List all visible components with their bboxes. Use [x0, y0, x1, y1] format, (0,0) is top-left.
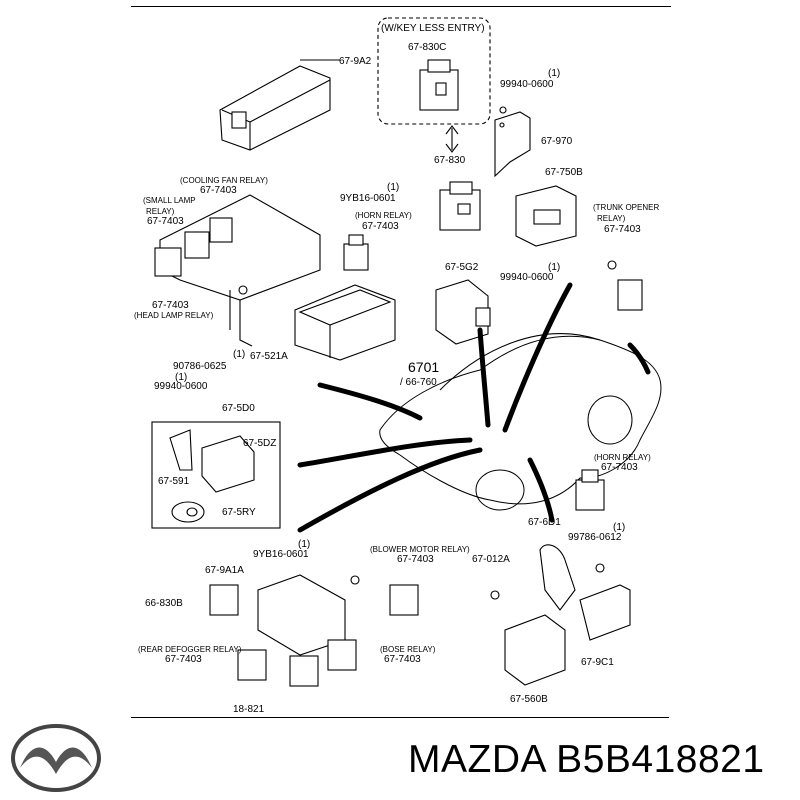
label-6701: 6701 — [408, 359, 439, 375]
label-67-9A2: 67-9A2 — [339, 56, 372, 67]
relay-group-bottom — [209, 574, 419, 687]
label-horn-relay-a: (HORN RELAY) — [355, 211, 412, 220]
label-99940-0600-c: 99940-0600 — [154, 381, 208, 392]
label-67-970: 67-970 — [541, 136, 573, 147]
label-67-7403-e: 67-7403 — [152, 300, 189, 311]
label-67-591: 67-591 — [158, 476, 190, 487]
label-99940-count-c: (1) — [175, 372, 187, 383]
label-67-7403-d: 67-7403 — [604, 224, 641, 235]
label-keyless-entry: (W/KEY LESS ENTRY) — [381, 23, 485, 34]
label-9YB16-0601-a: 9YB16-0601 — [340, 193, 396, 204]
relay-block-left — [154, 194, 321, 347]
brand-part-number: MAZDA B5B418821 — [408, 738, 765, 781]
module-67-5G2 — [435, 279, 491, 345]
diagram-bottom-border — [131, 717, 669, 718]
mazda-logo-icon — [11, 724, 101, 792]
label-99786-count: (1) — [613, 522, 625, 533]
label-99940-0600-b: 99940-0600 — [500, 272, 554, 283]
relay-66-830B — [209, 584, 239, 616]
horn-relay-upper — [343, 234, 369, 271]
label-small-lamp-1: (SMALL LAMP — [143, 196, 196, 205]
label-9YB16-count-a: (1) — [387, 182, 399, 193]
label-bose-relay: (BOSE RELAY) — [380, 645, 436, 654]
horn-relay-lower — [575, 469, 605, 511]
label-66-760: / 66-760 — [400, 377, 437, 388]
label-rear-defogger: (REAR DEFOGGER RELAY) — [138, 645, 242, 654]
label-67-7403-c: 67-7403 — [362, 221, 399, 232]
trunk-opener-relay — [607, 260, 643, 311]
relay-blower-motor — [389, 584, 419, 616]
label-67-9A1A: 67-9A1A — [205, 565, 244, 576]
label-cooling-fan: (COOLING FAN RELAY) — [180, 176, 268, 185]
module-67-750B — [515, 185, 577, 247]
label-67-521A: 67-521A — [250, 351, 288, 362]
label-trunk-opener-1: (TRUNK OPENER — [593, 203, 659, 212]
label-67-830: 67-830 — [434, 155, 466, 166]
label-66-830B: 66-830B — [145, 598, 183, 609]
bracket-67-970 — [494, 106, 531, 178]
nut-99940 — [499, 106, 507, 114]
double-arrow — [445, 125, 459, 153]
callout-pointers — [297, 282, 651, 533]
car-outline — [379, 333, 662, 511]
label-99786-0612: 99786-0612 — [568, 532, 622, 543]
label-67-7403-a: 67-7403 — [200, 185, 237, 196]
relay-67-830C — [419, 59, 459, 111]
cover-67-9A2 — [219, 65, 331, 151]
label-99940-count-b: (1) — [548, 262, 560, 273]
label-90786-count: (1) — [233, 349, 245, 360]
label-67-9C1: 67-9C1 — [581, 657, 614, 668]
label-67-5G2: 67-5G2 — [445, 262, 479, 273]
label-99940-0600-a: 99940-0600 — [500, 79, 554, 90]
label-67-012A: 67-012A — [472, 554, 510, 565]
label-99940-count-a: (1) — [548, 68, 560, 79]
label-67-560B: 67-560B — [510, 694, 548, 705]
label-horn-relay-b: (HORN RELAY) — [594, 453, 651, 462]
key-fob-parts — [169, 429, 255, 523]
relay-18-821 — [289, 655, 319, 687]
diagram-top-border — [131, 6, 671, 7]
module-67-560B — [504, 614, 566, 686]
label-67-5RY: 67-5RY — [222, 507, 256, 518]
label-small-lamp-2: RELAY) — [146, 207, 175, 216]
label-67-750B: 67-750B — [545, 167, 583, 178]
label-trunk-opener-2: RELAY) — [597, 214, 626, 223]
relay-bose — [327, 639, 357, 671]
relay-rear-defogger — [237, 649, 267, 681]
label-90786-0625: 90786-0625 — [173, 361, 227, 372]
label-blower-motor: (BLOWER MOTOR RELAY) — [370, 545, 470, 554]
bracket-67-9C1 — [579, 584, 631, 641]
label-67-7403-g: 67-7403 — [397, 554, 434, 565]
relay-group-right-bottom — [490, 544, 631, 686]
relay-67-830 — [439, 181, 481, 231]
keyless-entry-group-box — [377, 17, 491, 125]
label-67-5DZ: 67-5DZ — [243, 438, 276, 449]
label-67-7403-i: 67-7403 — [384, 654, 421, 665]
label-67-7403-h: 67-7403 — [165, 654, 202, 665]
label-9YB16-0601-b: 9YB16-0601 — [253, 549, 309, 560]
label-9YB16-count-b: (1) — [298, 539, 310, 550]
junction-box — [294, 284, 396, 361]
label-67-6D1: 67-6D1 — [528, 517, 561, 528]
key-fob-group-box — [151, 421, 281, 529]
label-18-821: 18-821 — [233, 704, 265, 715]
label-67-830C: 67-830C — [408, 42, 446, 53]
label-67-7403-f: 67-7403 — [601, 462, 638, 473]
label-67-7403-b: 67-7403 — [147, 216, 184, 227]
label-67-5D0: 67-5D0 — [222, 403, 255, 414]
harness-67-6D1 — [539, 544, 576, 611]
label-head-lamp: (HEAD LAMP RELAY) — [134, 311, 214, 320]
